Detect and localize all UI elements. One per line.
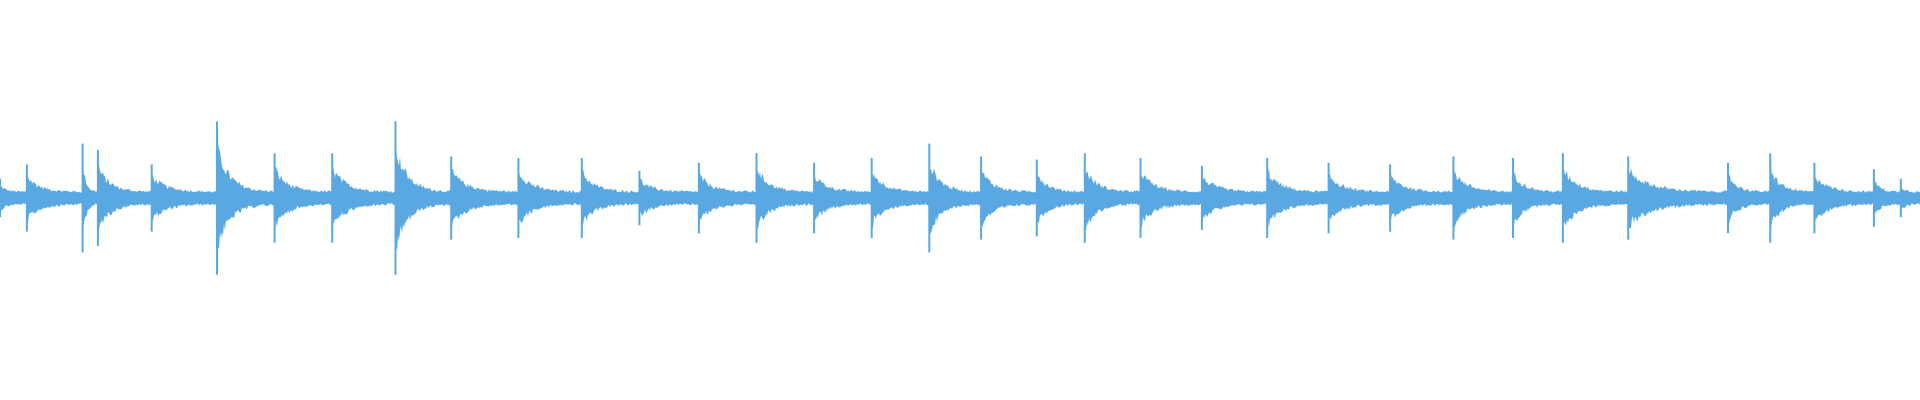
waveform-envelope (0, 143, 1920, 252)
